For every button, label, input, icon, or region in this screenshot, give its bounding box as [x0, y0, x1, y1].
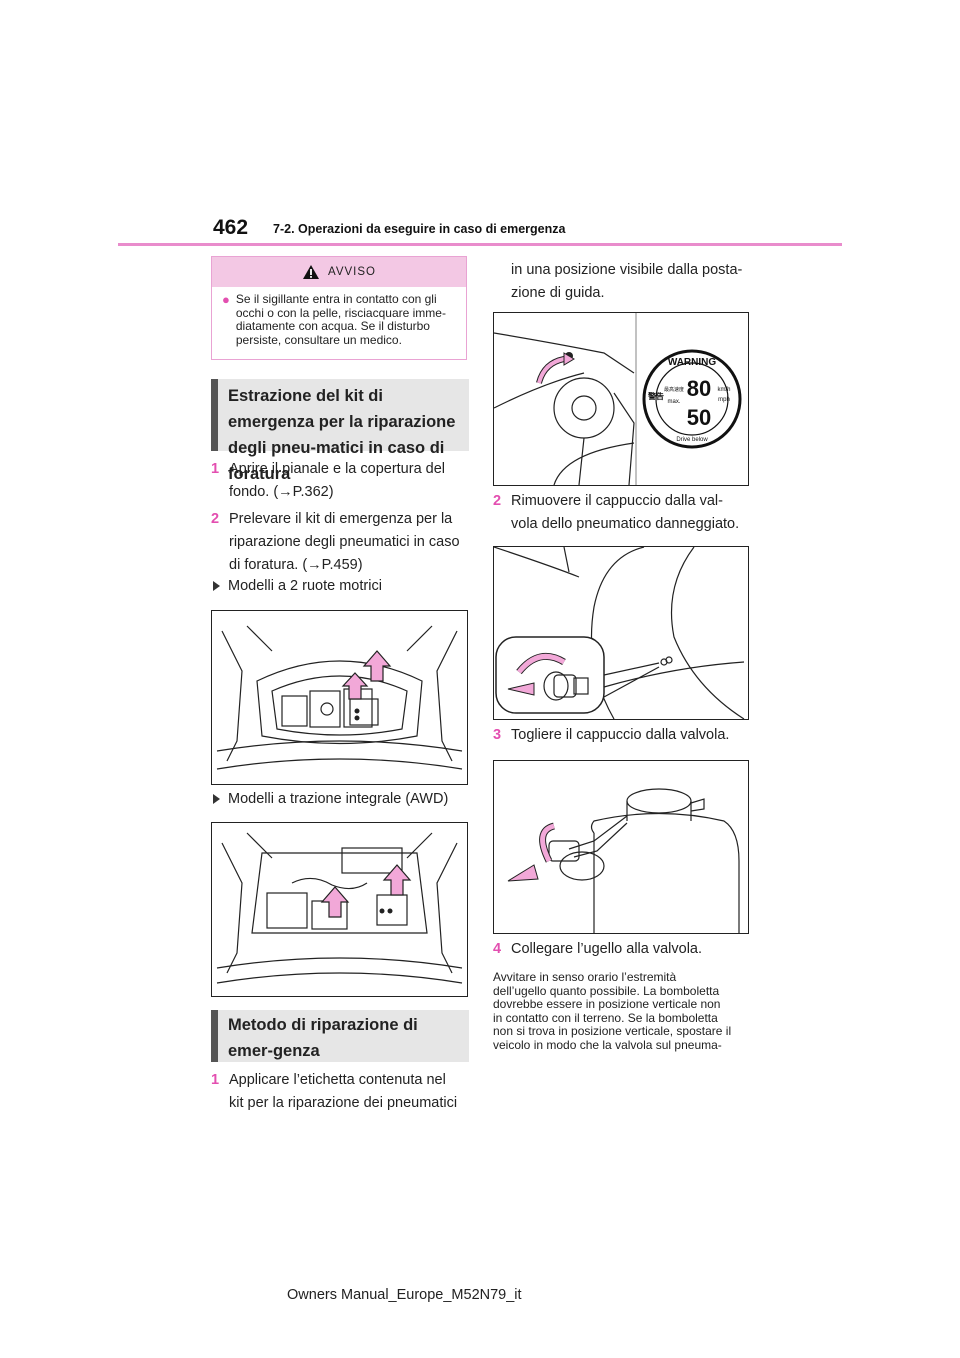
step-text: Collegare l’ugello alla valvola. [511, 941, 703, 957]
step-text: Aprire il pianale e la copertura del [229, 461, 446, 477]
section-heading-extraction: Estrazione del kit di emergenza per la r… [211, 379, 469, 483]
repair-step-1-continued: in una posizione visibile dalla posta- z… [493, 259, 763, 305]
repair-step-4: 4 Collegare l’ugello alla valvola. [493, 938, 763, 961]
sticker-speed-kmh: 80 [687, 376, 711, 401]
sticker-unit-kmh: km/h [717, 387, 730, 393]
model-label-awd: Modelli a trazione integrale (AWD) [211, 791, 448, 807]
warning-body: ● Se il sigillante entra in contatto con… [212, 287, 466, 347]
sticker-speed-mph: 50 [687, 405, 711, 430]
sticker-kanji-speed: 最高速度 [664, 386, 684, 393]
figure-nozzle [493, 760, 749, 934]
trunk-awd-illustration [216, 832, 463, 984]
note-line: in contatto con il terreno. Se la bombol… [493, 1010, 718, 1025]
step-number: 2 [493, 493, 502, 509]
footer-doc-id: Owners Manual_Europe_M52N79_it [287, 1287, 522, 1303]
step-text: in una posizione visibile dalla posta- [511, 262, 743, 278]
nozzle-bottle-illustration [507, 788, 740, 933]
model-label-text: Modelli a 2 ruote motrici [228, 578, 382, 594]
sticker-word: WARNING [668, 357, 717, 368]
model-label-text: Modelli a trazione integrale (AWD) [228, 791, 449, 807]
header-rule [118, 243, 842, 246]
step-number: 1 [211, 1072, 220, 1088]
section-title: 7-2. Operazioni da eseguire in caso di e… [273, 222, 566, 236]
repair-step-3: 3 Togliere il cappuccio dalla valvola. [493, 724, 763, 747]
step-text: Rimuovere il cappuccio dalla val- [511, 493, 723, 509]
step-number: 3 [493, 727, 502, 743]
tire-valve-illustration [494, 547, 745, 719]
page-number: 462 [213, 216, 249, 239]
figure-sticker-placement: WARNING 80 50 km/h mph 最高速度 max. 警告 Driv… [493, 312, 749, 486]
warning-header: AVVISO [212, 257, 466, 287]
warning-triangle-icon [303, 265, 320, 279]
step-text: kit per la riparazione dei pneumatici [229, 1095, 458, 1111]
trunk-2wd-illustration [216, 625, 463, 770]
step-text: zione di guida. [511, 285, 605, 301]
figure-trunk-awd [211, 822, 468, 997]
repair-step-1: 1 Applicare l’etichetta contenuta nel kit… [211, 1069, 473, 1115]
warning-box: AVVISO ● Se il sigillante entra in conta… [211, 256, 467, 360]
figure-valve-cap [493, 546, 749, 720]
dashboard-illustration: WARNING 80 50 km/h mph 最高速度 max. 警告 Driv… [494, 313, 742, 485]
sticker-unit-mph: mph [718, 397, 730, 403]
step-number: 4 [493, 941, 502, 957]
bullet-icon: ● [222, 292, 230, 307]
triangle-bullet-icon [213, 793, 220, 804]
step-number: 1 [211, 461, 220, 477]
step-text: fondo. (→P.362) [229, 484, 334, 500]
note-line: dovrebbe essere in posizione verticale n… [493, 997, 721, 1012]
sticker-ring-text: Drive below [676, 437, 708, 443]
repair-step-2: 2 Rimuovere il cappuccio dalla val- vola … [493, 490, 763, 536]
step-2-take-kit: 2 Prelevare il kit di emergenza per la ri… [211, 508, 473, 577]
note-line: non si trova in posizione verticale, spo… [493, 1024, 732, 1039]
note-line: veicolo in modo che la valvola sul pneum… [493, 1037, 722, 1052]
figure-trunk-2wd [211, 610, 468, 785]
section-heading-repair-method: Metodo di riparazione di emer-genza [211, 1010, 469, 1062]
note-line: Avvitare in senso orario l’estremità [493, 970, 677, 984]
sticker-max: max. [667, 399, 680, 405]
model-label-2wd: Modelli a 2 ruote motrici [211, 578, 382, 594]
step-text: di foratura. (→P.459) [229, 557, 363, 573]
nozzle-note: Avvitare in senso orario l’estremità del… [493, 970, 755, 1053]
warning-text: Se il sigillante entra in contatto con g… [235, 292, 446, 347]
warning-title: AVVISO [328, 266, 376, 278]
step-text: Prelevare il kit di emergenza per la [229, 511, 453, 527]
step-text: riparazione degli pneumatici in caso [229, 534, 460, 550]
step-text: Applicare l’etichetta contenuta nel [229, 1072, 446, 1088]
step-number: 2 [211, 511, 220, 527]
sticker-warning-kanji: 警告 [647, 391, 664, 401]
step-text: vola dello pneumatico danneggiato. [511, 516, 740, 532]
note-line: dell’ugello quanto possibile. La bombole… [493, 983, 720, 998]
step-1-open-floor: 1 Aprire il pianale e la copertura del fo… [211, 458, 473, 504]
triangle-bullet-icon [213, 580, 220, 591]
step-text: Togliere il cappuccio dalla valvola. [511, 727, 730, 743]
